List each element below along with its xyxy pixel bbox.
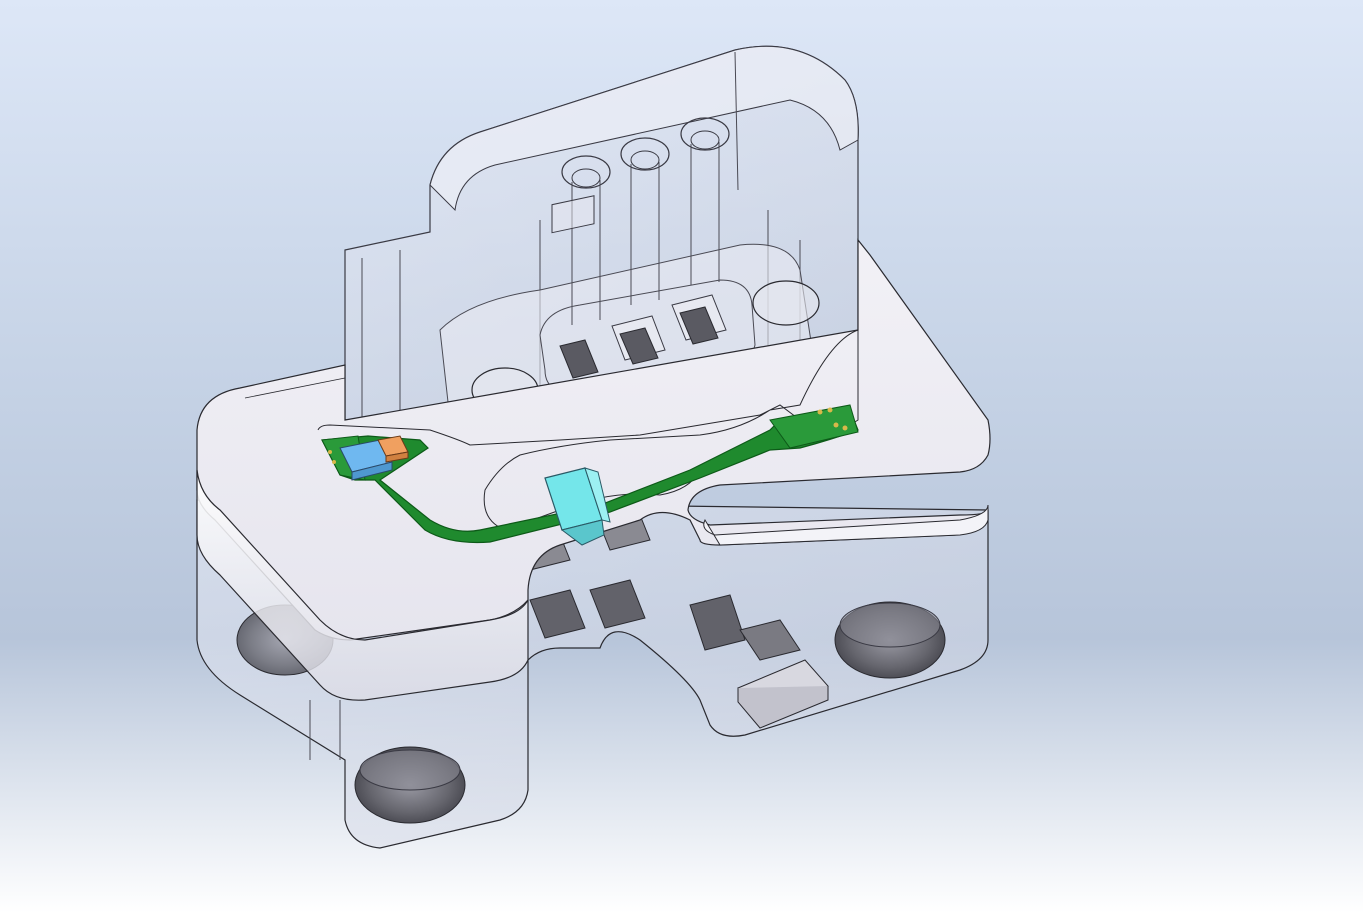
component-2 <box>611 315 666 365</box>
component-1 <box>551 195 599 379</box>
tube-2 <box>620 137 670 305</box>
chip-blue <box>339 439 393 481</box>
lower-chip-3 <box>689 594 746 651</box>
usb-connector <box>544 467 611 546</box>
tube-3 <box>680 117 730 285</box>
speaker-left-front <box>354 746 466 824</box>
lower-chip-2 <box>589 579 646 629</box>
base-plate <box>196 238 991 849</box>
component-3 <box>671 294 727 345</box>
mount-hole-right <box>752 280 820 326</box>
speaker-right <box>834 601 946 679</box>
lower-chip-1 <box>529 589 586 639</box>
chip-orange <box>377 435 409 463</box>
